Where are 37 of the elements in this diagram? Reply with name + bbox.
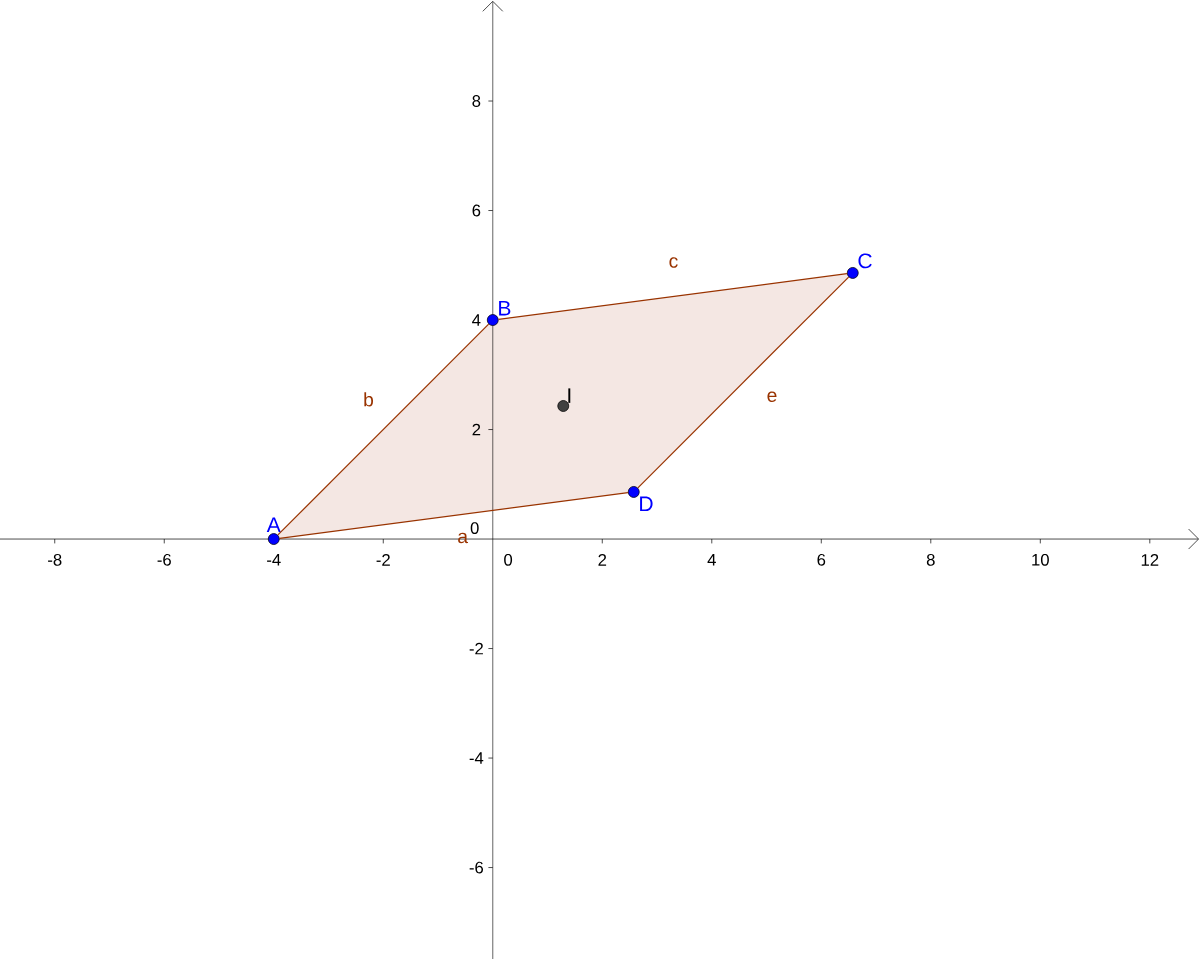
point — [267, 533, 280, 545]
point — [627, 486, 640, 498]
tick-label: 4 — [472, 314, 481, 326]
tick-label: -4 — [469, 752, 484, 764]
tick-label: 2 — [598, 553, 607, 566]
point — [846, 267, 859, 279]
point-label: B — [499, 300, 511, 316]
point-label: D — [640, 496, 653, 511]
side — [278, 492, 629, 539]
point-label: A — [266, 517, 281, 532]
side-label: b — [364, 392, 374, 407]
tick-label: -8 — [48, 553, 62, 566]
tick-label: -6 — [157, 553, 171, 566]
tick-label: -2 — [376, 553, 390, 566]
tick-label: -4 — [267, 554, 281, 566]
tick-label: 0 — [470, 522, 479, 534]
tick-label: 6 — [472, 204, 481, 217]
tick-label: 10 — [1032, 553, 1049, 566]
point-label: C — [858, 253, 872, 269]
tick-label: -6 — [469, 861, 483, 874]
side — [277, 323, 490, 536]
side-label: a — [458, 532, 469, 544]
tick-label: -2 — [469, 642, 483, 655]
tick-label: 8 — [472, 95, 481, 107]
side-label: e — [767, 391, 777, 402]
point — [486, 314, 499, 326]
side-label: c — [669, 257, 678, 268]
side — [497, 273, 848, 320]
point — [557, 400, 570, 412]
tick-label: 6 — [817, 553, 826, 566]
side — [637, 276, 850, 489]
tick-label: 12 — [1141, 553, 1159, 566]
tick-label: 4 — [707, 554, 716, 566]
tick-label: 8 — [926, 553, 935, 566]
tick-label: 0 — [504, 553, 513, 566]
point-label: I — [568, 388, 571, 403]
tick-label: 2 — [472, 423, 481, 436]
